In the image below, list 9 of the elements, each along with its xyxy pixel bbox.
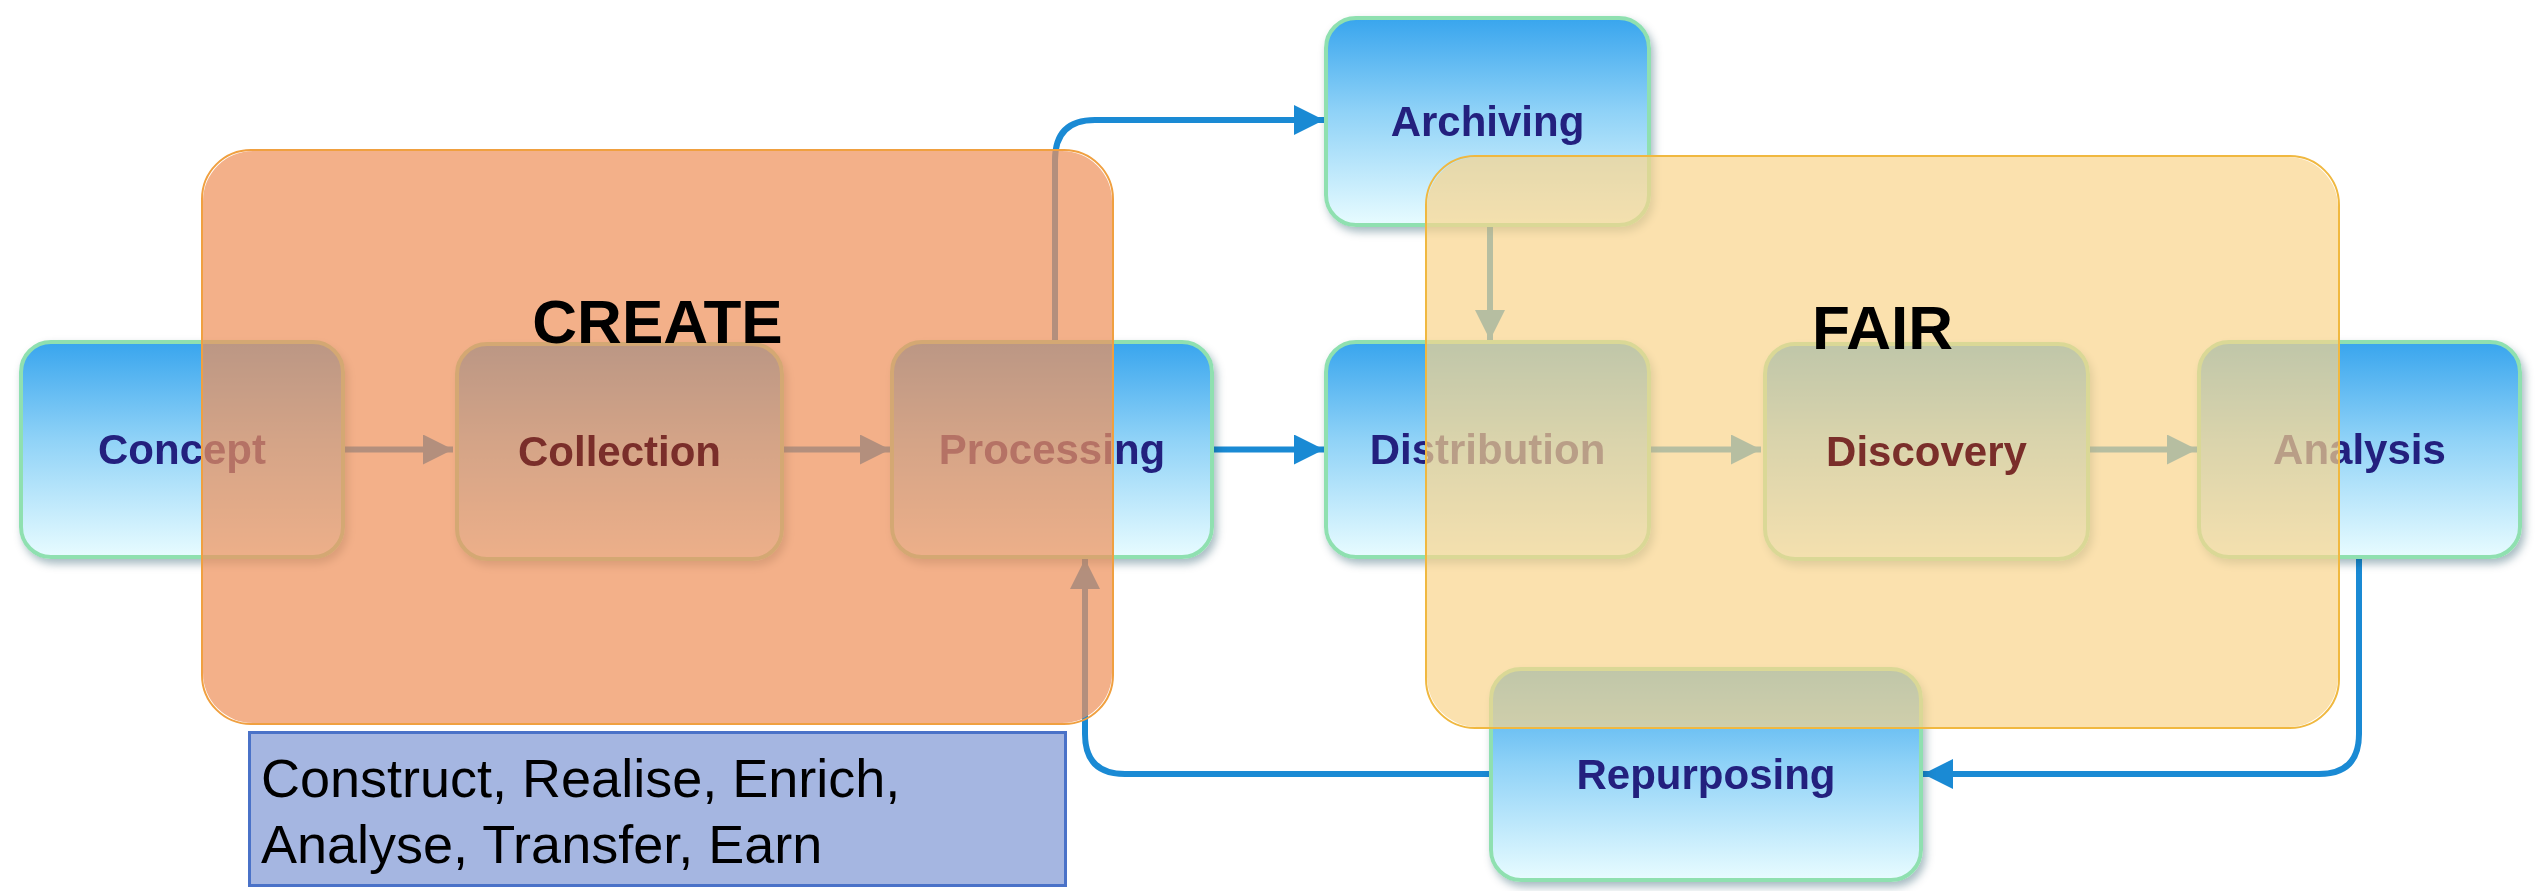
stage-label: Repurposing: [1576, 750, 1836, 799]
stage-label: Archiving: [1390, 97, 1585, 146]
region-label: CREATE: [531, 286, 784, 357]
arrow: [1214, 434, 1324, 465]
stage-label: Collection: [518, 427, 721, 476]
region-label: FAIR: [1810, 292, 1955, 363]
stage-label: Discovery: [1826, 427, 2027, 476]
text-box: Construct, Realise, Enrich, Analyse, Transfer, Earn: [248, 731, 1067, 887]
arrow: [1923, 559, 2362, 789]
